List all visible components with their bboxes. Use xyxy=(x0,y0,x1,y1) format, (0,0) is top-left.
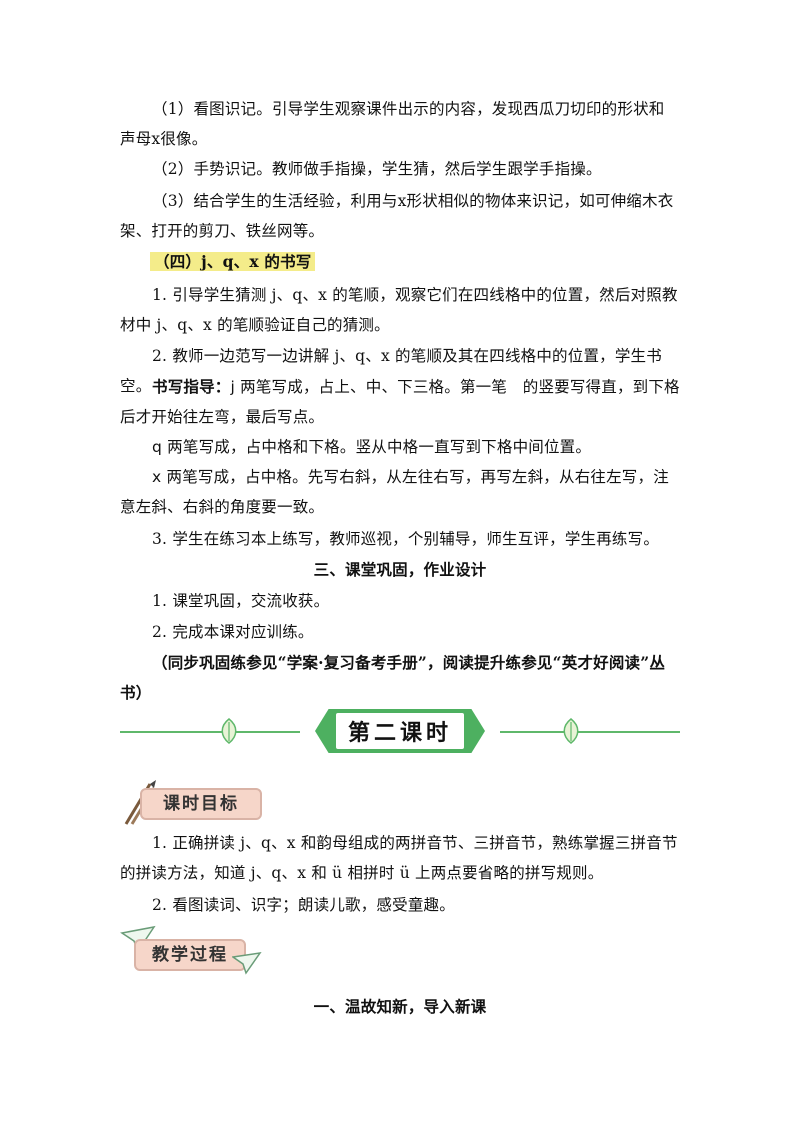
banner-line-left xyxy=(120,731,300,733)
writing-heading: （四）j、q、x 的书写 xyxy=(150,247,316,277)
lesson-banner: 第二课时 xyxy=(120,706,680,756)
goal-item-2: 2. 看图读词、识字；朗读儿歌，感受童趣。 xyxy=(152,896,455,914)
consolidation-heading: 三、课堂巩固，作业设计 xyxy=(313,560,487,579)
writing-step-2: 2. 教师一边范写一边讲解 j、q、x 的笔顺及其在四线格中的位置，学生书空。 xyxy=(120,347,662,395)
memory-item-2: （2）手势识记。教师做手指操，学生猜，然后学生跟学手指操。 xyxy=(152,160,602,178)
memory-item-1: （1）看图识记。引导学生观察课件出示的内容，发现西瓜刀切印的形状和声母x很像。 xyxy=(120,100,665,148)
goal-item-1: 1. 正确拼读 j、q、x 和韵母组成的两拼音节、三拼音节，熟练掌握三拼音节的拼… xyxy=(120,834,678,882)
banner-title-box: 第二课时 xyxy=(315,709,485,753)
paper-plane-icon xyxy=(232,952,262,975)
writing-guide-x: x 两笔写成，占中格。先写右斜，从左往右写，再写左斜，从右往左写，注意左斜、右斜… xyxy=(120,468,669,516)
goals-badge: 课时目标 xyxy=(120,780,270,826)
consolidation-item-2: 2. 完成本课对应训练。 xyxy=(152,623,314,641)
writing-step-3: 3. 学生在练习本上练写，教师巡视，个别辅导，师生互评，学生再练写。 xyxy=(152,530,660,548)
process-heading: 一、温故知新，导入新课 xyxy=(313,997,487,1016)
writing-heading-text: （四）j、q、x 的书写 xyxy=(150,252,316,271)
writing-guide-j: 书写指导：j 两笔写成，占上、中、下三格。第一笔 的竖要写得直，到下格后才开始往… xyxy=(120,372,680,432)
goals-badge-label: 课时目标 xyxy=(140,788,262,820)
consolidation-item-1: 1. 课堂巩固，交流收获。 xyxy=(152,592,330,610)
leaf-icon xyxy=(221,718,237,744)
consolidation-note: （同步巩固练参见“学案·复习备考手册”，阅读提升练参见“英才好阅读”丛书） xyxy=(120,653,666,702)
process-badge-label: 教学过程 xyxy=(134,939,246,971)
memory-item-3: （3）结合学生的生活经验，利用与x形状相似的物体来识记，如可伸缩木衣架、打开的剪… xyxy=(120,192,674,240)
banner-title: 第二课时 xyxy=(335,713,464,749)
writing-guide-q: q 两笔写成，占中格和下格。竖从中格一直写到下格中间位置。 xyxy=(152,438,592,456)
writing-guide-label: 书写指导： xyxy=(152,378,231,396)
writing-guide-j-text: j 两笔写成，占上、中、下三格。第一笔 的竖要写得直，到下格后才开始往左弯，最后… xyxy=(120,378,680,426)
process-badge: 教学过程 xyxy=(120,925,270,981)
banner-line-right xyxy=(500,731,680,733)
writing-step-1: 1. 引导学生猜测 j、q、x 的笔顺，观察它们在四线格中的位置，然后对照教材中… xyxy=(120,286,678,334)
leaf-icon xyxy=(563,718,579,744)
